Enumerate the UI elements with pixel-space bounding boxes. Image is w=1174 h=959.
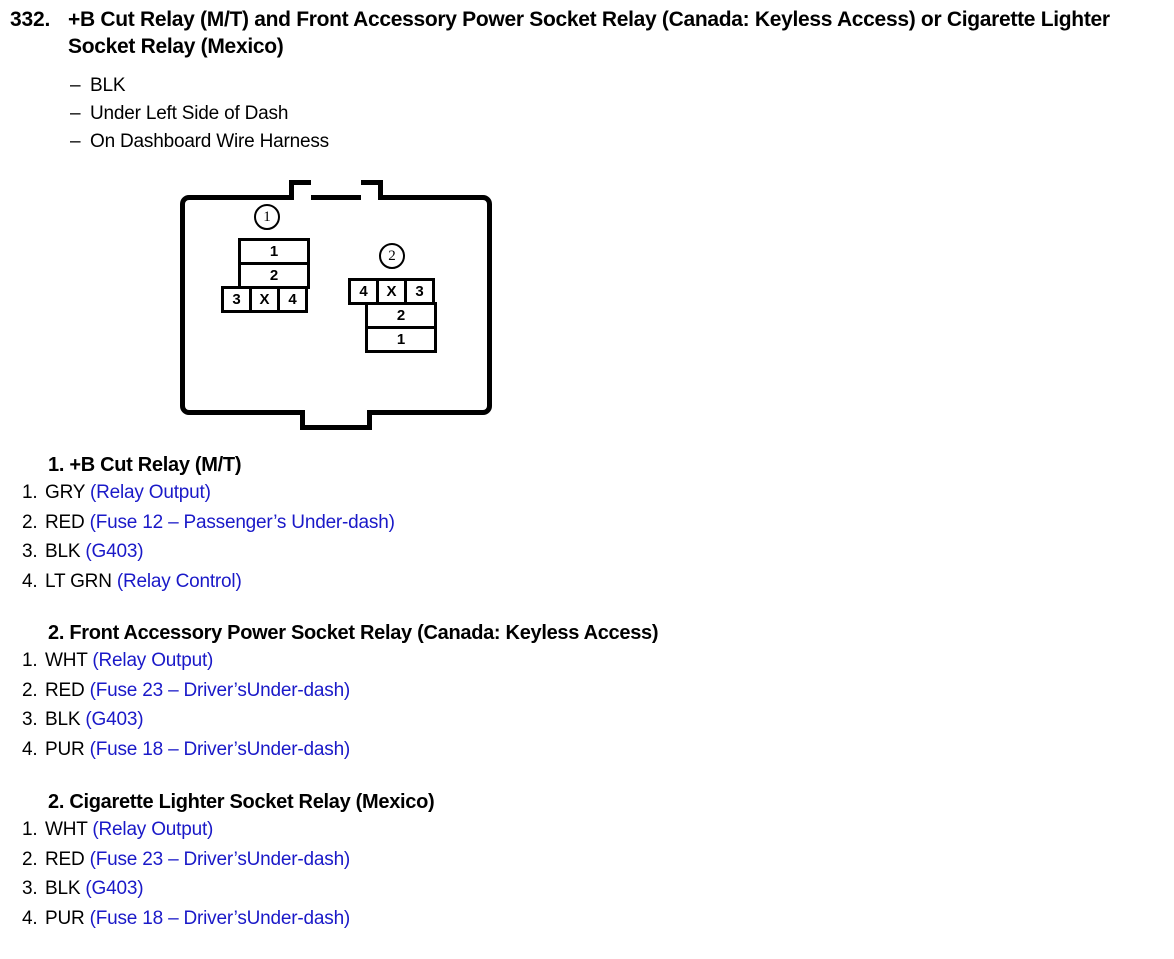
pin-row: 1 [238, 238, 310, 265]
wire-row: 4. LT GRN (Relay Control) [0, 568, 1100, 597]
wire-section-2: 2. Front Accessory Power Socket Relay (C… [0, 620, 1100, 764]
wire-color: GRY [45, 482, 90, 503]
housing-tab-top-right-cap [361, 180, 383, 185]
pin-row: 2 [365, 302, 437, 329]
attribute-list: –BLK–Under Left Side of Dash–On Dashboar… [70, 72, 770, 156]
pin-cell-X: X [376, 278, 407, 305]
wire-color: WHT [45, 819, 93, 840]
wire-row: 2. RED (Fuse 12 – Passenger’s Under-dash) [0, 509, 1100, 538]
wire-index: 4. [22, 907, 38, 929]
pin-cell-3: 3 [221, 286, 252, 313]
section-heading: 2. Cigarette Lighter Socket Relay (Mexic… [48, 791, 435, 813]
attribute-item: –BLK [70, 72, 770, 100]
wire-index: 4. [22, 738, 38, 760]
wire-list: 1. GRY (Relay Output) 2. RED (Fuse 12 – Pas… [0, 479, 1100, 596]
wire-description: (G403) [85, 878, 144, 899]
wire-index: 1. [22, 482, 38, 503]
wire-description: (Fuse 12 – Passenger’s Under-dash) [89, 511, 395, 533]
pin-cell-2: 2 [365, 302, 437, 329]
page-title: +B Cut Relay (M/T) and Front Accessory P… [68, 8, 1110, 58]
wire-description: (Relay Output) [92, 650, 214, 671]
wire-color: PUR [45, 738, 90, 760]
wire-section-1: 1. +B Cut Relay (M/T) 1. GRY (Relay Outpu… [0, 452, 1100, 596]
housing-tab-top-left-cap [289, 180, 311, 185]
wire-row: 1. WHT (Relay Output) [0, 816, 1100, 845]
attribute-item: –Under Left Side of Dash [70, 100, 770, 128]
pin-row: 1 [365, 326, 437, 353]
wire-row: 4. PUR (Fuse 18 – Driver’sUnder-dash) [0, 905, 1100, 934]
connector-callout-2: 2 [379, 243, 405, 269]
wire-color: RED [45, 511, 90, 533]
pin-row: 2 [238, 262, 310, 289]
wire-index: 2. [22, 511, 38, 533]
section-heading: 2. Front Accessory Power Socket Relay (C… [48, 622, 659, 644]
wire-description: (G403) [85, 541, 144, 562]
wire-description: (Fuse 23 – Driver’sUnder-dash) [89, 848, 351, 870]
wire-description: (Fuse 18 – Driver’sUnder-dash) [89, 907, 351, 929]
wire-color: WHT [45, 650, 93, 671]
wire-list: 1. WHT (Relay Output) 2. RED (Fuse 23 – Dri… [0, 647, 1100, 764]
pin-cell-4: 4 [348, 278, 379, 305]
wire-color: BLK [45, 541, 86, 562]
entry-number: 332. [10, 8, 51, 31]
wire-description: (G403) [85, 709, 144, 730]
wire-row: 2. RED (Fuse 23 – Driver’sUnder-dash) [0, 846, 1100, 875]
dash-icon: – [70, 131, 81, 152]
pin-cell-1: 1 [238, 238, 310, 265]
wire-row: 3. BLK (G403) [0, 706, 1100, 735]
pin-cell-X: X [249, 286, 280, 313]
housing-notch-bottom [305, 408, 367, 417]
wire-description: (Relay Output) [92, 819, 214, 840]
attribute-text: Under Left Side of Dash [90, 103, 289, 124]
attribute-text: BLK [90, 75, 126, 96]
pin-cell-4: 4 [277, 286, 308, 313]
attribute-item: –On Dashboard Wire Harness [70, 128, 770, 156]
wire-row: 3. BLK (G403) [0, 875, 1100, 904]
wire-index: 3. [22, 709, 38, 730]
pin-cell-1: 1 [365, 326, 437, 353]
wire-color: BLK [45, 878, 86, 899]
wire-index: 3. [22, 878, 38, 899]
dash-icon: – [70, 75, 81, 96]
wire-color: BLK [45, 709, 86, 730]
wire-description: (Fuse 18 – Driver’sUnder-dash) [89, 738, 351, 760]
connector-callout-1: 1 [254, 204, 280, 230]
wire-color: RED [45, 679, 90, 701]
wire-row: 2. RED (Fuse 23 – Driver’sUnder-dash) [0, 677, 1100, 706]
wire-description: (Relay Output) [89, 482, 211, 503]
wire-section-3: 2. Cigarette Lighter Socket Relay (Mexic… [0, 789, 1100, 933]
wire-description: (Fuse 23 – Driver’sUnder-dash) [89, 679, 351, 701]
dash-icon: – [70, 103, 81, 124]
pin-cell-2: 2 [238, 262, 310, 289]
wire-index: 1. [22, 650, 38, 671]
wire-index: 3. [22, 541, 38, 562]
wire-index: 2. [22, 679, 38, 701]
wire-row: 4. PUR (Fuse 18 – Driver’sUnder-dash) [0, 736, 1100, 765]
wire-color: PUR [45, 907, 90, 929]
wire-list: 1. WHT (Relay Output) 2. RED (Fuse 23 – Dri… [0, 816, 1100, 933]
wire-index: 1. [22, 819, 38, 840]
entry-header: 332. +B Cut Relay (M/T) and Front Access… [10, 6, 1170, 60]
housing-notch-left [294, 193, 306, 202]
section-heading: 1. +B Cut Relay (M/T) [48, 454, 242, 476]
attribute-text: On Dashboard Wire Harness [90, 131, 329, 152]
wire-row: 1. WHT (Relay Output) [0, 647, 1100, 676]
wire-color: LT GRN [45, 570, 117, 592]
wire-row: 1. GRY (Relay Output) [0, 479, 1100, 508]
wire-row: 3. BLK (G403) [0, 538, 1100, 567]
wire-index: 2. [22, 848, 38, 870]
wire-color: RED [45, 848, 90, 870]
wire-index: 4. [22, 570, 38, 592]
housing-notch-right [366, 193, 378, 202]
wire-description: (Relay Control) [116, 570, 242, 592]
pin-cell-3: 3 [404, 278, 435, 305]
